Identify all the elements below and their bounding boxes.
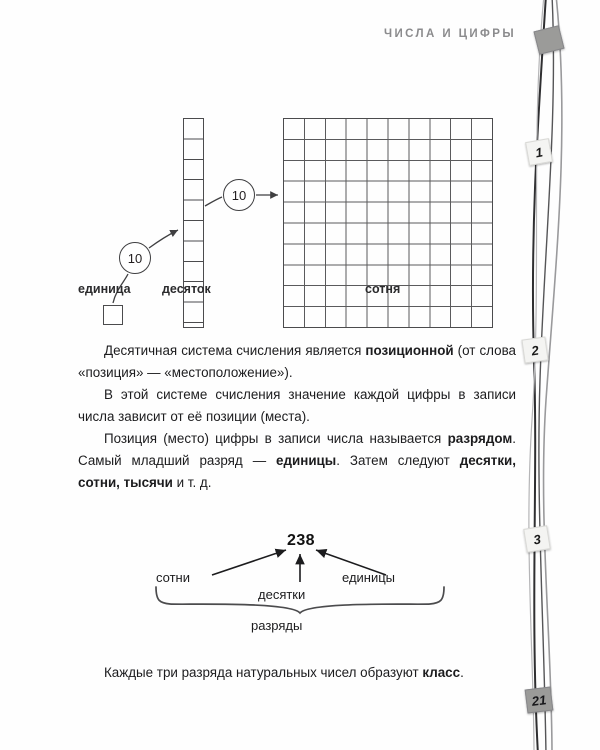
number-breakdown-diagram: 238 сотни десятки единицы разряды	[120, 525, 480, 640]
cord-strand-d	[528, 0, 545, 750]
running-head: ЧИСЛА И ЦИФРЫ	[383, 28, 516, 40]
place-value-figure: 10 10 единица десяток сотня	[0, 50, 520, 328]
brace-orders	[155, 586, 445, 615]
paragraph-4: Каждые три разряда натуральных чисел обр…	[78, 662, 516, 684]
p4-text-a: Каждые три разряда натуральных чисел обр…	[104, 665, 423, 680]
figure-connector-lines	[112, 191, 278, 304]
p1-text-b: (от слова «позиция» — «местоположение»).	[78, 343, 516, 380]
breakdown-label-units: единицы	[342, 570, 396, 585]
binding-tag-blank	[533, 25, 565, 55]
arrow-hundreds	[211, 548, 287, 576]
binding-tag-2: 2	[521, 336, 549, 364]
breakdown-number: 238	[287, 532, 315, 549]
multiplier-bubble-tens: 10	[223, 179, 255, 211]
paragraph-2: В этой системе счисления значение каждой…	[78, 387, 516, 424]
cord-strand-a	[531, 0, 547, 750]
unit-square	[103, 305, 123, 325]
cord-strand-b	[538, 0, 555, 750]
body-copy: Десятичная система счисления является по…	[78, 340, 516, 494]
breakdown-label-tens: десятки	[258, 587, 306, 602]
p4-text-b: .	[460, 665, 464, 680]
p4-bold-klass: класс	[422, 665, 461, 680]
caption-hundred: сотня	[365, 282, 401, 296]
p3-text-b: . Самый младший разряд —	[78, 431, 516, 468]
binding-tag-page-number: 21	[524, 686, 554, 714]
p3-bold-edinitsy: единицы	[276, 453, 337, 468]
p1-text-a: Десятичная система счисления является	[104, 343, 366, 358]
multiplier-bubble-units: 10	[119, 242, 151, 274]
paragraph-3: Позиция (место) цифры в записи числа наз…	[78, 428, 516, 494]
hundred-grid	[283, 118, 493, 328]
breakdown-label-orders: разряды	[251, 618, 303, 633]
connector-ten-column-to-bubble	[204, 196, 223, 207]
caption-ten: десяток	[162, 282, 211, 296]
p3-text-d: и т. д.	[172, 475, 212, 490]
closing-copy: Каждые три разряда натуральных чисел обр…	[78, 662, 516, 684]
cord-strand-c	[542, 0, 563, 750]
ten-column-strip	[183, 118, 204, 328]
binding-tag-1: 1	[525, 138, 553, 166]
binding-tag-3: 3	[523, 525, 551, 553]
breakdown-arrows-and-brace	[155, 548, 445, 615]
caption-unit: единица	[78, 282, 131, 296]
connector-unit-to-bubble	[112, 273, 129, 304]
p3-bold-razryadom: разрядом	[447, 431, 513, 446]
arrow-bubble-to-ten-column	[148, 229, 179, 249]
breakdown-label-hundreds: сотни	[156, 570, 190, 585]
p3-text-a: Позиция (место) цифры в записи числа наз…	[104, 431, 448, 446]
p3-bold-orders: десятки, сотни, тысячи	[78, 453, 517, 490]
p3-text-c: . Затем следуют	[336, 453, 460, 468]
arrow-units	[315, 548, 387, 576]
paragraph-1: Десятичная система счисления является по…	[78, 340, 516, 384]
p1-bold-positional: позиционной	[365, 343, 454, 358]
